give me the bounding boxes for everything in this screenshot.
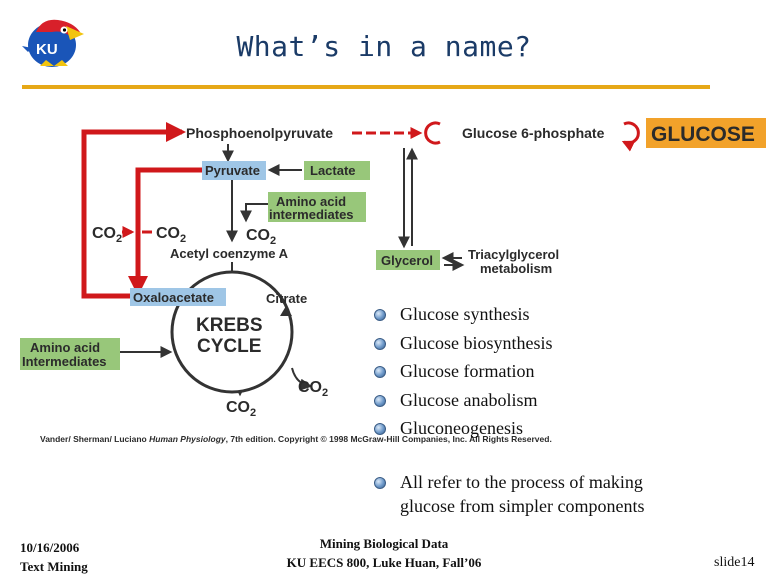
footer-topic: Mining Biological Data — [319, 536, 449, 551]
glycerol-label: Glycerol — [381, 253, 433, 268]
svg-text:KU: KU — [36, 41, 58, 58]
krebs-cycle-arrow — [280, 306, 292, 316]
amino-left-label-2: Intermediates — [22, 354, 107, 369]
amino-top-label-1: Amino acid — [276, 194, 346, 209]
footer-center: Mining Biological Data KU EECS 800, Luke… — [0, 534, 768, 572]
amino-left-label-1: Amino acid — [30, 340, 100, 355]
glucose-label: GLUCOSE — [651, 123, 755, 146]
summary-line-2: glucose from simpler components — [400, 496, 645, 516]
co2-left-label: CO2 — [92, 225, 122, 245]
title-underline — [22, 85, 710, 89]
glycerol-box — [376, 250, 440, 270]
connector-amino-top — [240, 203, 268, 223]
oxaloacetate-label: Oxaloacetate — [133, 290, 214, 305]
synonym-list: Glucose synthesis Glucose biosynthesis G… — [372, 300, 752, 443]
triacyl-label-2: metabolism — [480, 261, 552, 276]
list-item: Glucose anabolism — [372, 386, 752, 415]
bullet-icon — [374, 423, 386, 436]
co2-right-label: CO2 — [246, 227, 276, 247]
lactate-label: Lactate — [310, 163, 356, 178]
bullet-icon — [374, 394, 386, 407]
co2-mid-label: CO2 — [156, 225, 186, 245]
summary-item: All refer to the process of making gluco… — [372, 470, 752, 518]
bullet-icon — [374, 366, 386, 379]
pathway-pyruvate-to-oxaloacetate — [128, 167, 202, 296]
g6p-label: Glucose 6-phosphate — [462, 125, 605, 141]
glucose-box — [646, 118, 766, 148]
jayhawk-logo: KU — [22, 19, 84, 67]
amino-left-box — [20, 338, 120, 370]
slide-number: slide14 — [714, 555, 755, 570]
list-item: Glucose biosynthesis — [372, 329, 752, 358]
krebs-label-1: KREBS — [196, 315, 263, 336]
pathway-g6p-cycle — [424, 121, 441, 145]
bullet-icon — [374, 477, 386, 489]
pathway-g6p-to-glucose — [621, 121, 640, 152]
krebs-label-2: CYCLE — [197, 336, 261, 357]
connector-cycle-co2-right — [291, 367, 313, 391]
bullet-icon — [374, 309, 386, 321]
co2-cycle-bottom-label: CO2 — [226, 399, 256, 419]
footer-course: Text Mining — [20, 559, 88, 574]
footer-left: 10/16/2006 Text Mining — [20, 538, 88, 576]
slide-title: What’s in a name? — [236, 30, 532, 63]
list-item: Gluconeogenesis — [372, 414, 752, 443]
co2-cycle-right-label: CO2 — [298, 379, 328, 399]
footer-date: 10/16/2006 — [20, 540, 80, 555]
gluconeogenesis-diagram: Phosphoenolpyruvate Glucose 6-phosphate … — [20, 118, 766, 444]
summary-list: All refer to the process of making gluco… — [372, 470, 752, 518]
acetyl-label: Acetyl coenzyme A — [170, 246, 289, 261]
oxaloacetate-box — [130, 288, 226, 306]
pathway-oxaloacetate-to-pep — [81, 122, 186, 299]
pyruvate-box — [202, 161, 266, 180]
figure-credit: Vander/ Sherman/ Luciano Human Physiolog… — [40, 434, 552, 444]
list-item: Glucose formation — [372, 357, 752, 386]
amino-top-label-2: intermediates — [269, 207, 354, 222]
pyruvate-label: Pyruvate — [205, 163, 260, 178]
citrate-label: Citrate — [266, 291, 307, 306]
summary-line-1: All refer to the process of making — [400, 472, 643, 492]
footer-course-info: KU EECS 800, Luke Huan, Fall’06 — [286, 555, 482, 570]
lactate-box — [304, 161, 370, 180]
triacyl-label-1: Triacylglycerol — [468, 247, 559, 262]
bullet-icon — [374, 337, 386, 350]
amino-top-box — [268, 192, 366, 222]
pep-label: Phosphoenolpyruvate — [186, 125, 333, 141]
list-item: Glucose synthesis — [372, 300, 752, 329]
